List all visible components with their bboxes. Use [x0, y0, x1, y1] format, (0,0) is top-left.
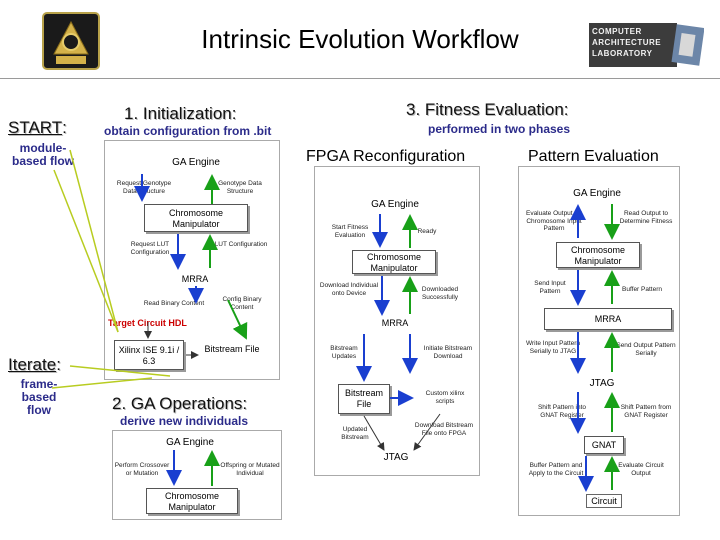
pattern-send-output: Send Output Pattern Serially [616, 342, 676, 357]
reconfig-updated-bitstream: Updated Bitstream [341, 426, 369, 441]
pattern-gnat-box: GNAT [584, 436, 624, 454]
pattern-evaluate-output: Evaluate Output for Chromosome Input Pat… [525, 210, 582, 232]
reconfig-panel [314, 166, 480, 476]
pattern-shift-gnat: Shift Pattern into GNAT Register [537, 404, 587, 419]
pattern-circuit-box: Circuit [586, 494, 622, 508]
ga-ops-chromosome-box: Chromosome Manipulator [146, 488, 238, 514]
pattern-panel [518, 166, 680, 516]
init-lut-config: LUT Configuration [214, 241, 268, 248]
reconfig-bitstream-updates: Bitstream Updates [330, 345, 358, 360]
init-arrow-6 [227, 299, 248, 340]
pattern-buffer-apply: Buffer Pattern and Apply to the Circuit [528, 462, 584, 477]
reconfig-download-file: Download Bitstream File onto FPGA [414, 422, 474, 437]
start-pointer-lines [51, 149, 171, 389]
pattern-heading: Pattern Evaluation [528, 148, 659, 165]
init-config-binary: Config Binary Content [222, 296, 262, 311]
ga-ops-title: 2. GA Operations: [112, 394, 248, 413]
pattern-send-input: Send Input Pattern [534, 280, 566, 295]
iterate-sublabel: frame-based flow [20, 377, 58, 417]
reconfig-mrra: MRRA [381, 318, 409, 328]
reconfig-download-ind: Download Individual onto Device [319, 282, 379, 297]
pattern-chromosome-box: Chromosome Manipulator [556, 242, 640, 268]
pattern-buffer-pattern: Buffer Pattern [622, 286, 662, 293]
pattern-jtag: JTAG [589, 378, 615, 389]
reconfig-initiate-download: Initiate Bitstream Download [423, 345, 473, 360]
reconfig-downloaded: Downloaded Successfully [421, 286, 459, 301]
pattern-mrra-box: MRRA [544, 308, 672, 330]
reconfig-heading: FPGA Reconfiguration [306, 148, 466, 165]
reconfig-chromosome-box: Chromosome Manipulator [352, 250, 436, 274]
reconfig-custom-scripts: Custom xilinx scripts [425, 390, 465, 405]
reconfig-start-fitness: Start Fitness Evaluation [331, 224, 369, 239]
start-sublabel: module-based flow [11, 141, 74, 168]
pattern-shift-from-gnat: Shift Pattern from GNAT Register [620, 404, 672, 419]
init-bitstream-file: Bitstream File [200, 340, 264, 370]
pattern-read-output: Read Output to Determine Fitness [619, 210, 673, 225]
rc-arrow-8 [363, 415, 385, 451]
pattern-write-input: Write Input Pattern Serially to JTAG [525, 340, 581, 355]
reconfig-bitstream-file-box: Bitstream File [338, 384, 390, 414]
rc-arrow-9 [413, 413, 441, 451]
pattern-ga-engine: GA Engine [573, 188, 621, 199]
init-title: 1. Initialization: [124, 104, 237, 123]
init-ga-engine: GA Engine [172, 157, 220, 168]
ga-ops-engine: GA Engine [166, 437, 214, 448]
pattern-evaluate-output2: Evaluate Circuit Output [618, 462, 664, 477]
ga-ops-subtitle: derive new individuals [120, 414, 249, 428]
init-target-hdl: Target Circuit HDL [108, 318, 187, 328]
init-subtitle: obtain configuration from .bit [104, 124, 272, 138]
start-label: START: [8, 118, 67, 137]
reconfig-ready: Ready [417, 228, 437, 235]
init-read-binary: Read Binary Content [143, 300, 205, 307]
init-chromosome-box: Chromosome Manipulator [144, 204, 248, 232]
ga-ops-offspring: Offspring or Mutated Individual [220, 462, 280, 477]
header-divider [0, 78, 720, 79]
init-mrra: MRRA [181, 274, 209, 284]
reconfig-jtag: JTAG [383, 452, 409, 463]
init-xilinx-box: Xilinx ISE 9.1i / 6.3 [114, 340, 184, 370]
ga-ops-crossover: Perform Crossover or Mutation [114, 462, 170, 477]
init-req-lut: Request LUT Configuration [130, 241, 170, 256]
init-genotype-data: Genotype Data Structure [218, 180, 262, 195]
lab-logo-text: COMPUTER ARCHITECTURE LABORATORY [592, 27, 662, 58]
fitness-subtitle: performed in two phases [428, 122, 571, 136]
lab-logo [588, 22, 705, 68]
reconfig-ga-engine: GA Engine [371, 199, 419, 210]
iterate-label: Iterate: [8, 355, 61, 374]
page-title: Intrinsic Evolution Workflow [201, 24, 519, 54]
university-seal-icon [42, 12, 100, 70]
fitness-title: 3. Fitness Evaluation: [406, 100, 569, 119]
